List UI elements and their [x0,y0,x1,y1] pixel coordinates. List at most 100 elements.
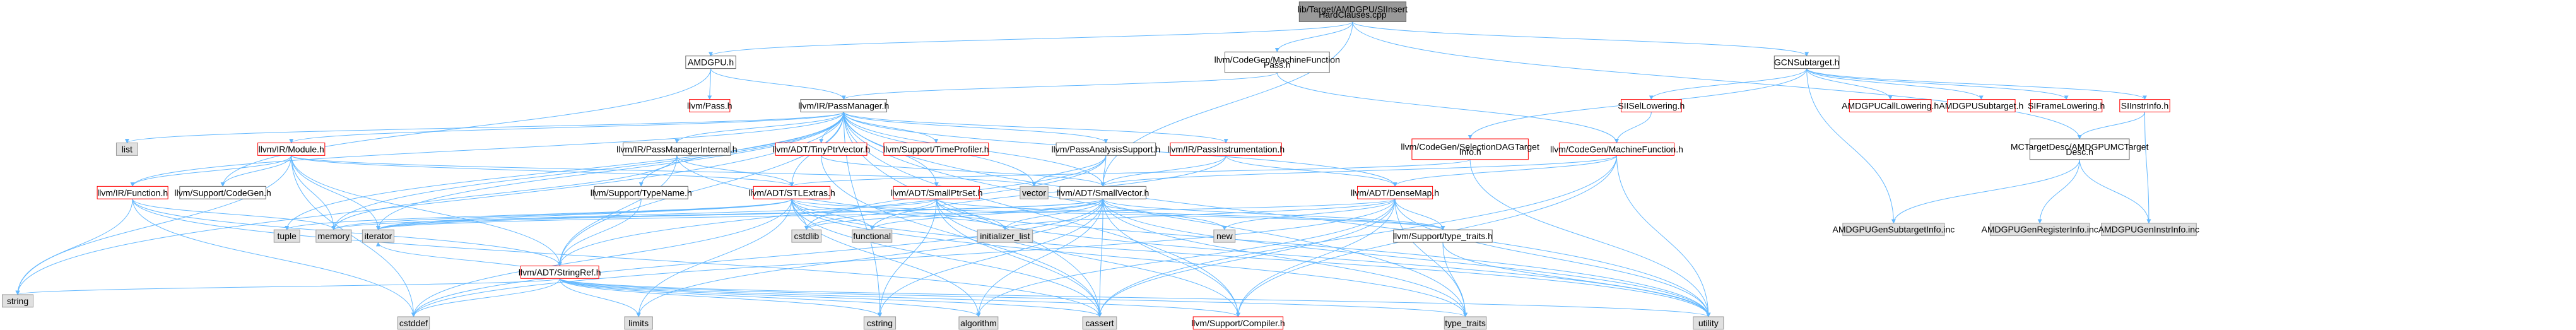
node-gcnsub[interactable]: GCNSubtarget.h [1773,56,1840,69]
node-gensubinfo: AMDGPUGenSubtargetInfo.inc [1833,223,1955,237]
node-functional: functional [852,229,893,243]
edge-densemap-to-compiler [1235,199,1396,317]
node-amdgpu[interactable]: AMDGPU.h [685,56,736,69]
edge-pmint-to-utility [676,155,1711,317]
node-label: llvm/Support/TimeProfiler.h [883,144,989,154]
node-mf[interactable]: llvm/CodeGen/MachineFunction.h [1550,142,1683,156]
node-label: llvm/ADT/DenseMap.h [1351,187,1439,197]
edge-mctd-to-geninstrinfo [2079,159,2151,224]
node-pas[interactable]: llvm/PassAnalysisSupport.h [1051,142,1160,156]
node-label: cstdlib [794,231,819,241]
node-siinstr[interactable]: SIInstrInfo.h [2119,99,2170,112]
edge-gcnsub-to-gensubinfo [1806,68,1896,224]
edge-siinstr-to-mctd [2077,112,2145,139]
edge-stringref-to-cassert [559,278,1102,317]
edge-mctd-to-gensubinfo [1891,159,2080,224]
node-label: cstddef [399,318,428,328]
node-typetraitsh[interactable]: llvm/Support/type_traits.h [1393,229,1493,243]
node-box [893,186,980,199]
edge-densemap-to-cassert [1097,199,1396,317]
node-box [2029,138,2130,160]
node-tinyptr[interactable]: llvm/ADT/TinyPtrVector.h [772,142,870,156]
edge-tinyptr-to-cassert [821,155,1102,317]
node-label: llvm/IR/PassInstrumentation.h [1167,144,1285,154]
edge-mctd-to-genreginfo [2037,159,2080,224]
node-siisel[interactable]: SIISelLowering.h [1618,99,1685,112]
edge-densemap-to-cstddef [411,199,1396,317]
node-algorithm: algorithm [958,316,999,330]
edge-passmgr-to-typetraits [843,112,1468,317]
node-box [624,316,653,330]
node-siframe[interactable]: SIFrameLowering.h [2028,99,2105,112]
node-box [775,142,867,156]
node-memory: memory [315,229,352,243]
node-label: initializer_list [980,231,1030,241]
node-densemap[interactable]: llvm/ADT/DenseMap.h [1351,186,1439,199]
node-timeprof[interactable]: llvm/Support/TimeProfiler.h [883,142,989,156]
node-pmint[interactable]: llvm/IR/PassManagerInternal.h [616,142,738,156]
node-amdgpusub[interactable]: AMDGPUSubtarget.h [1939,99,2023,112]
node-box [97,186,168,199]
node-label: llvm/CodeGen/MachineFunction [1214,55,1340,65]
node-label: llvm/PassAnalysisSupport.h [1051,144,1160,154]
node-function[interactable]: llvm/IR/Function.h [97,186,168,199]
node-box [623,142,731,156]
edge-seldag-to-stlextras [789,159,1471,187]
edge-amdgpu-to-passmgr [710,68,846,100]
edge-smallptrset-to-iterator [376,198,937,230]
node-list: list [115,142,138,156]
node-compiler[interactable]: llvm/Support/Compiler.h [1191,316,1285,330]
edge-mf-to-smallvector [1100,155,1617,187]
node-box [685,56,736,69]
edge-stlextras-to-limits [636,199,792,317]
node-smallvector[interactable]: llvm/ADT/SmallVector.h [1057,186,1149,199]
node-new: new [1213,229,1236,243]
node-geninstrinfo: AMDGPUGenInstrInfo.inc [2098,223,2199,237]
edge-stlextras-to-functional [791,199,874,230]
node-box [1558,142,1675,156]
node-label: llvm/Support/CodeGen.h [174,187,271,197]
node-module[interactable]: llvm/IR/Module.h [257,142,326,156]
edge-gcnsub-to-amdgpusub [1806,68,1984,100]
edge-densemap-to-new [1222,199,1396,230]
node-label: AMDGPUGenRegisterInfo.inc [1982,225,2098,235]
node-codegen[interactable]: llvm/Support/CodeGen.h [174,186,271,199]
edge-densemap-to-utility [1394,199,1711,317]
node-label: llvm/ADT/SmallVector.h [1057,187,1149,197]
node-box [257,142,326,156]
node-pinstr[interactable]: llvm/IR/PassInstrumentation.h [1167,142,1285,156]
edge-root-to-gcnsub [1352,21,1809,57]
edge-mf-to-cassert [1097,155,1617,317]
node-box [977,229,1033,243]
edge-smallvector-to-compiler [1102,199,1240,317]
edge-stringref-to-string [15,278,560,295]
node-passmgr[interactable]: llvm/IR/PassManager.h [798,99,889,112]
node-typename[interactable]: llvm/Support/TypeName.h [591,186,692,199]
edge-smallvector-to-new [1102,199,1227,230]
edge-module-to-codegen [220,155,292,187]
node-label: AMDGPUCallLowering.h [1842,101,1939,111]
edge-stringref-to-cstddef [411,278,560,317]
node-label: llvm/Support/type_traits.h [1393,231,1493,241]
node-box [1947,99,2016,112]
node-label: utility [1698,318,1719,328]
edge-passmgr-to-iterator [376,112,844,230]
node-pass[interactable]: llvm/Pass.h [687,99,732,112]
edge-pinstr-to-smallvector [1100,155,1226,187]
node-box [1393,229,1493,243]
node-typetraits: type_traits [1444,316,1487,330]
edge-typetraitsh-to-typetraits [1442,242,1468,317]
node-stlextras[interactable]: llvm/ADT/STLExtras.h [748,186,835,199]
node-label: cstring [867,318,893,328]
edge-passmgr-to-pas [843,112,1109,144]
node-box [1989,223,2090,237]
node-stringref[interactable]: llvm/ADT/StringRef.h [519,265,601,279]
node-smallptrset[interactable]: llvm/ADT/SmallPtrSet.h [890,186,982,199]
node-root[interactable]: lib/Target/AMDGPU/SIInsertHardClauses.cp… [1298,1,1408,22]
edge-smallptrset-to-typetraitsh [936,198,1445,230]
node-amdgpucl[interactable]: AMDGPUCallLowering.h [1842,99,1939,112]
